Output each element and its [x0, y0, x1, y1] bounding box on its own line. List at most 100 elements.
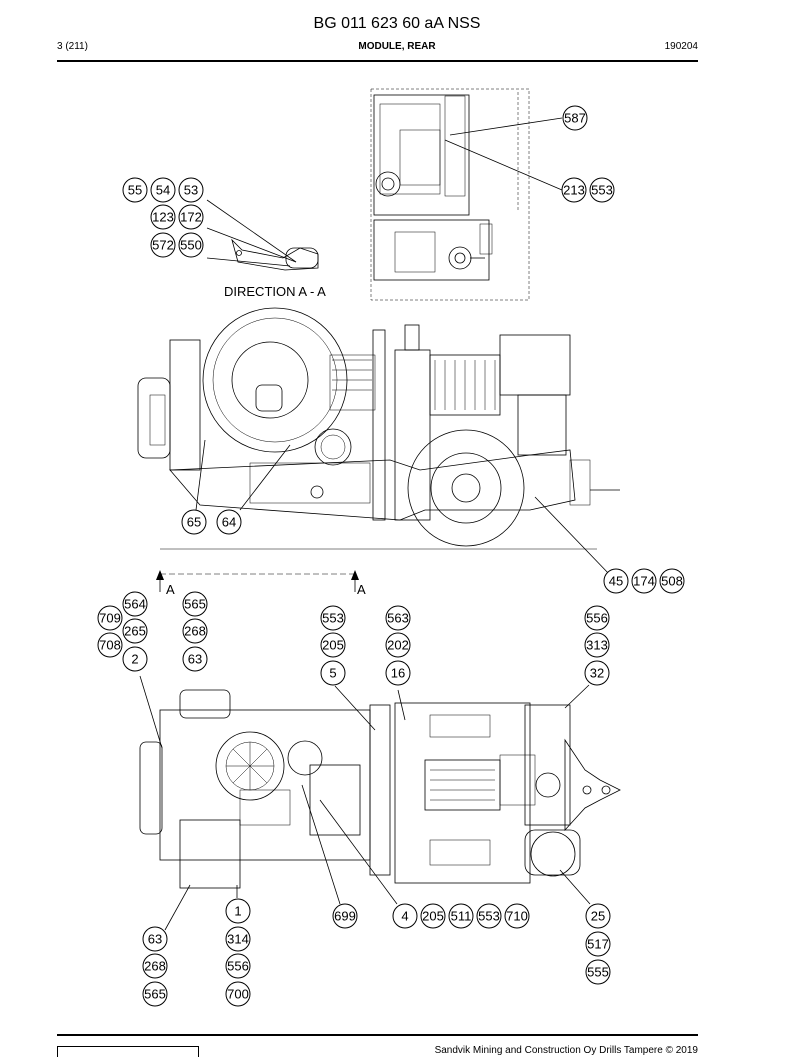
svg-text:4: 4 — [401, 909, 408, 924]
svg-text:55: 55 — [128, 183, 142, 198]
svg-text:25: 25 — [591, 909, 605, 924]
direction-view — [206, 199, 319, 271]
callout-bubble: 1 — [225, 898, 251, 924]
callout-bubble: 587 — [562, 105, 588, 131]
callout-bubble: 4 — [392, 903, 418, 929]
svg-text:556: 556 — [227, 959, 249, 974]
svg-text:553: 553 — [478, 909, 500, 924]
callout-bubble: 63 — [182, 646, 208, 672]
svg-text:64: 64 — [222, 515, 236, 530]
svg-text:553: 553 — [322, 611, 344, 626]
callout-bubble: 553 — [320, 605, 346, 631]
callout-bubble: 556 — [225, 953, 251, 979]
callout-bubble: 202 — [385, 632, 411, 658]
svg-text:313: 313 — [586, 638, 608, 653]
svg-text:708: 708 — [99, 638, 121, 653]
svg-text:508: 508 — [661, 574, 683, 589]
section-mark-a-left: A — [166, 582, 175, 597]
callout-bubbles: 587 213 553 55 54 53 123 172 572 550 65 … — [97, 105, 685, 1007]
svg-text:63: 63 — [188, 652, 202, 667]
section-marks — [156, 570, 359, 592]
svg-text:699: 699 — [334, 909, 356, 924]
callout-bubble: 699 — [332, 903, 358, 929]
svg-text:2: 2 — [131, 652, 138, 667]
callout-bubble: 565 — [182, 591, 208, 617]
callout-bubble: 313 — [584, 632, 610, 658]
callout-bubble: 517 — [585, 931, 611, 957]
svg-text:268: 268 — [184, 624, 206, 639]
svg-text:32: 32 — [590, 666, 604, 681]
svg-text:123: 123 — [152, 210, 174, 225]
svg-text:314: 314 — [227, 932, 249, 947]
svg-text:556: 556 — [586, 611, 608, 626]
callout-bubble: 65 — [181, 509, 207, 535]
svg-text:16: 16 — [391, 666, 405, 681]
callout-bubble: 709 — [97, 605, 123, 631]
callout-bubble: 563 — [385, 605, 411, 631]
callout-bubble: 508 — [659, 568, 685, 594]
callout-bubble: 710 — [504, 903, 530, 929]
svg-text:65: 65 — [187, 515, 201, 530]
footer-rule — [57, 1034, 698, 1036]
brand-logo — [57, 1046, 199, 1057]
callout-bubble: 265 — [122, 618, 148, 644]
callout-bubble: 564 — [122, 591, 148, 617]
svg-text:700: 700 — [227, 987, 249, 1002]
svg-text:265: 265 — [124, 624, 146, 639]
section-title: MODULE, REAR — [358, 41, 436, 52]
callout-bubble: 64 — [216, 509, 242, 535]
callout-bubble: 314 — [225, 926, 251, 952]
svg-text:587: 587 — [564, 111, 586, 126]
callout-bubble: 556 — [584, 605, 610, 631]
callout-bubble: 565 — [142, 981, 168, 1007]
svg-text:517: 517 — [587, 937, 609, 952]
callout-bubble: 123 — [150, 204, 176, 230]
callout-bubble: 5 — [320, 660, 346, 686]
svg-text:553: 553 — [591, 183, 613, 198]
svg-text:709: 709 — [99, 611, 121, 626]
svg-text:511: 511 — [451, 909, 472, 924]
svg-text:5: 5 — [329, 666, 336, 681]
callout-bubble: 54 — [150, 177, 176, 203]
svg-text:564: 564 — [124, 597, 146, 612]
svg-text:268: 268 — [144, 959, 166, 974]
svg-text:53: 53 — [184, 183, 198, 198]
page-number: 3 (211) — [57, 41, 88, 52]
plan-view — [139, 675, 621, 931]
svg-text:572: 572 — [152, 238, 174, 253]
callout-bubble: 55 — [122, 177, 148, 203]
detail-view-top — [370, 88, 563, 301]
callout-bubble: 53 — [178, 177, 204, 203]
svg-text:174: 174 — [633, 574, 655, 589]
callout-bubble: 205 — [320, 632, 346, 658]
callout-bubble: 550 — [178, 232, 204, 258]
callout-bubble: 553 — [589, 177, 615, 203]
callout-bubble: 2 — [122, 646, 148, 672]
callout-bubble: 25 — [585, 903, 611, 929]
svg-text:54: 54 — [156, 183, 170, 198]
svg-text:565: 565 — [184, 597, 206, 612]
callout-bubble: 16 — [385, 660, 411, 686]
svg-text:563: 563 — [387, 611, 409, 626]
callout-bubble: 213 — [561, 177, 587, 203]
svg-text:565: 565 — [144, 987, 166, 1002]
svg-text:202: 202 — [387, 638, 409, 653]
svg-text:63: 63 — [148, 932, 162, 947]
document-title: BG 011 623 60 aA NSS — [313, 15, 481, 32]
footer-copyright: Sandvik Mining and Construction Oy Drill… — [434, 1045, 698, 1056]
callout-bubble: 268 — [142, 953, 168, 979]
callout-bubble: 205 — [420, 903, 446, 929]
callout-bubble: 572 — [150, 232, 176, 258]
callout-bubble: 511 — [448, 903, 474, 929]
svg-text:172: 172 — [180, 210, 202, 225]
header-rule — [57, 60, 698, 62]
callout-bubble: 553 — [476, 903, 502, 929]
document-date: 190204 — [664, 41, 698, 52]
svg-text:45: 45 — [609, 574, 623, 589]
callout-bubble: 174 — [631, 568, 657, 594]
svg-text:555: 555 — [587, 965, 609, 980]
direction-label: DIRECTION A - A — [224, 284, 326, 299]
section-mark-a-right: A — [357, 582, 366, 597]
callout-bubble: 700 — [225, 981, 251, 1007]
svg-text:710: 710 — [506, 909, 528, 924]
